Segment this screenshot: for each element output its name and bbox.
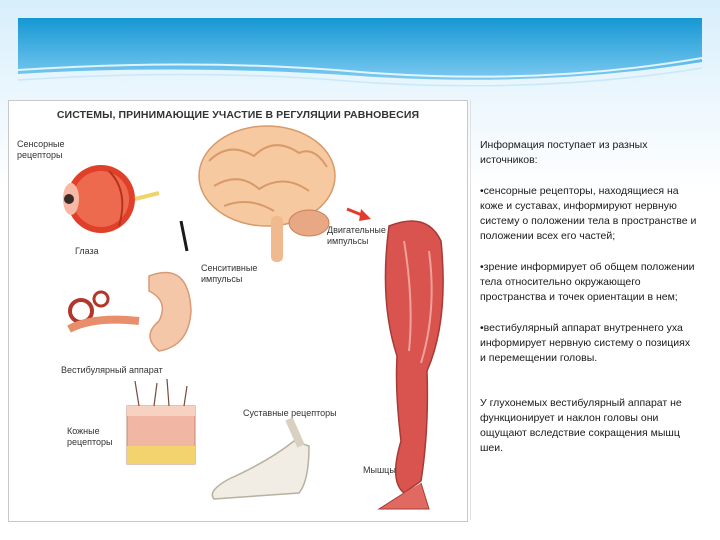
foot-illustration [211, 417, 310, 500]
label-eyes: Глаза [75, 246, 99, 256]
info-text: Информация поступает из разных источнико… [480, 138, 698, 472]
label-motor-impulses: Двигательные импульсы [327, 225, 386, 246]
label-vestibular: Вестибулярный аппарат [61, 365, 163, 375]
diagram-title: СИСТЕМЫ, ПРИНИМАЮЩИЕ УЧАСТИЕ В РЕГУЛЯЦИИ… [56, 109, 420, 121]
info-intro: Информация поступает из разных источнико… [480, 139, 648, 166]
info-item-skin-joints: •сенсорные рецепторы, находящиеся на кож… [480, 185, 697, 242]
sensitive-arrow [179, 220, 189, 252]
leg-illustration [377, 220, 444, 510]
diagram-illustration [63, 125, 444, 510]
label-muscles: Мышцы [363, 465, 396, 475]
info-item-vestibular: •вестибулярный аппарат внутреннего уха и… [480, 322, 691, 364]
label-sensitive-impulses: Сенситивные импульсы [201, 263, 258, 284]
label-sensory-receptors: Сенсорные рецепторы [17, 139, 65, 160]
label-skin-receptors: Кожные рецепторы [67, 426, 113, 447]
info-note: У глухонемых вестибулярный аппарат не фу… [480, 397, 682, 454]
brain-illustration [198, 125, 336, 262]
skin-illustration [126, 378, 196, 465]
eye-illustration [63, 165, 160, 233]
ear-illustration [67, 271, 192, 352]
info-item-vision: •зрение информирует об общем положении т… [480, 261, 695, 303]
label-joint-receptors: Суставные рецепторы [243, 408, 337, 418]
diagram-panel: СИСТЕМЫ, ПРИНИМАЮЩИЕ УЧАСТИЕ В РЕГУЛЯЦИИ… [8, 100, 468, 522]
header-banner [17, 18, 703, 87]
column-divider [470, 100, 471, 520]
